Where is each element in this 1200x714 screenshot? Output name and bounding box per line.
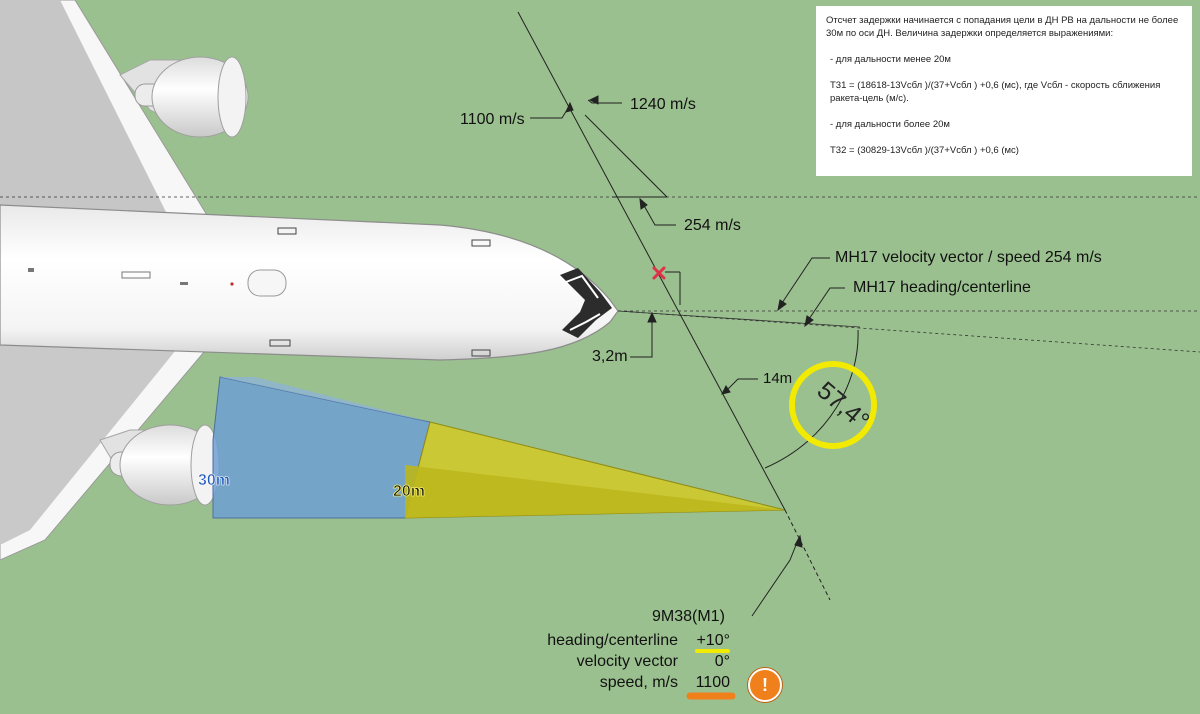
note-line-3: Т31 = (18618-13Vсбл )/(37+Vсбл ) +0,6 (м… bbox=[830, 80, 1161, 104]
trajectory-lines bbox=[517, 11, 831, 601]
param-speed-label: speed, m/s bbox=[599, 674, 678, 691]
warning-icon[interactable]: ! bbox=[748, 668, 782, 702]
leader-lines bbox=[530, 95, 845, 617]
angle-highlight-circle bbox=[789, 361, 877, 449]
mh17-velocity-label: MH17 velocity vector / speed 254 m/s bbox=[835, 249, 1102, 266]
mh17-fuselage bbox=[0, 204, 619, 361]
note-line-4: - для дальности более 20м bbox=[830, 119, 950, 130]
speed-254-label: 254 m/s bbox=[684, 217, 741, 234]
param-velocity-label: velocity vector bbox=[576, 653, 678, 670]
param-heading-label: heading/centerline bbox=[547, 632, 678, 649]
impact-marker-icon bbox=[652, 266, 666, 280]
param-speed-value: 1100 bbox=[695, 674, 730, 691]
speed-1240-label: 1240 m/s bbox=[630, 96, 696, 113]
speed-1100-label: 1100 m/s bbox=[460, 111, 525, 128]
info-note: Отсчет задержки начинается с попадания ц… bbox=[816, 6, 1192, 176]
upper-engine bbox=[119, 56, 249, 138]
distance-14m-label: 14m bbox=[763, 370, 793, 387]
note-line-5: Т32 = (30829-13Vсбл )/(37+Vсбл ) +0,6 (м… bbox=[830, 145, 1019, 156]
radar-zone-20m bbox=[404, 421, 786, 519]
radar-zone-30m bbox=[212, 376, 431, 519]
zone-30m-label: 30m bbox=[198, 472, 230, 489]
param-heading-value: +10° bbox=[696, 632, 730, 649]
angle-arc bbox=[764, 329, 859, 469]
zone-20m-label: 20m bbox=[393, 483, 425, 500]
offset-label: 3,2m bbox=[592, 348, 628, 365]
reference-lines bbox=[0, 196, 1200, 353]
param-velocity-value: 0° bbox=[714, 653, 730, 670]
note-line-2: - для дальности менее 20м bbox=[830, 54, 951, 65]
missile-name: 9M38(M1) bbox=[652, 608, 725, 625]
mh17-heading-label: MH17 heading/centerline bbox=[853, 279, 1031, 296]
lower-engine bbox=[99, 424, 221, 506]
note-line-1: Отсчет задержки начинается с попадания ц… bbox=[826, 15, 1179, 39]
